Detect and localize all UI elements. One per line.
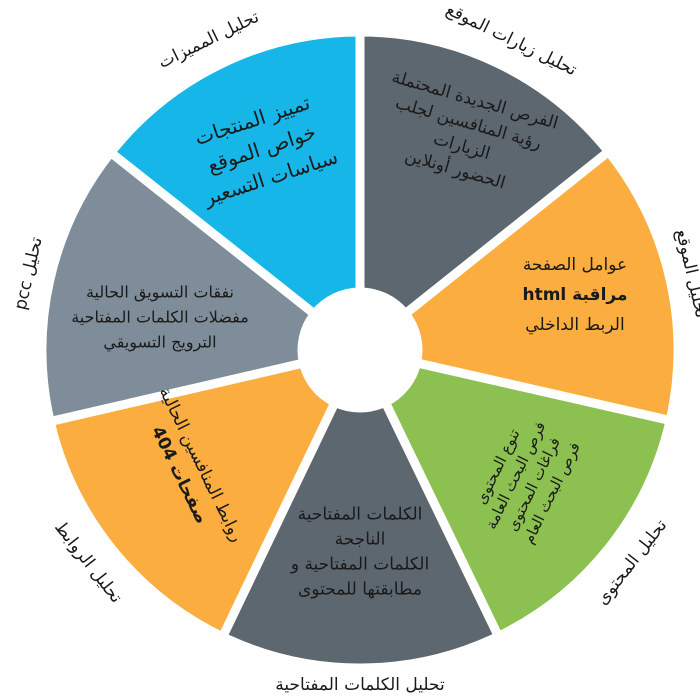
segment-line: الترويج التسويقي: [103, 333, 216, 353]
segment-line: الربط الداخلي: [525, 315, 624, 335]
segment-line: الكلمات المفتاحية: [298, 505, 423, 525]
segment-line: عوامل الصفحة: [523, 255, 627, 275]
segments-layer: [37, 27, 683, 673]
segment-line: نفقات التسويق الحالية: [86, 283, 234, 303]
segment-line: مراقبة html: [522, 285, 627, 305]
outer-label-keywords: تحليل الكلمات المفتاحية: [275, 675, 445, 695]
segment-line: الناجحة: [335, 530, 386, 550]
segment-line: مطابقتها للمحتوى: [298, 580, 422, 600]
center-hub: [298, 288, 422, 412]
segment-text-keywords: الكلمات المفتاحية الناجحة الكلمات المفتاحي…: [290, 505, 429, 600]
segment-text-site: عوامل الصفحة مراقبة html الربط الداخلي: [522, 255, 627, 335]
outer-label-background: [265, 671, 455, 699]
segment-line: الكلمات المفتاحية و: [290, 555, 429, 575]
segment-text-pcc: نفقات التسويق الحالية مفضلات الكلمات المف…: [71, 283, 249, 353]
segment-line: مفضلات الكلمات المفتاحية: [71, 308, 249, 327]
